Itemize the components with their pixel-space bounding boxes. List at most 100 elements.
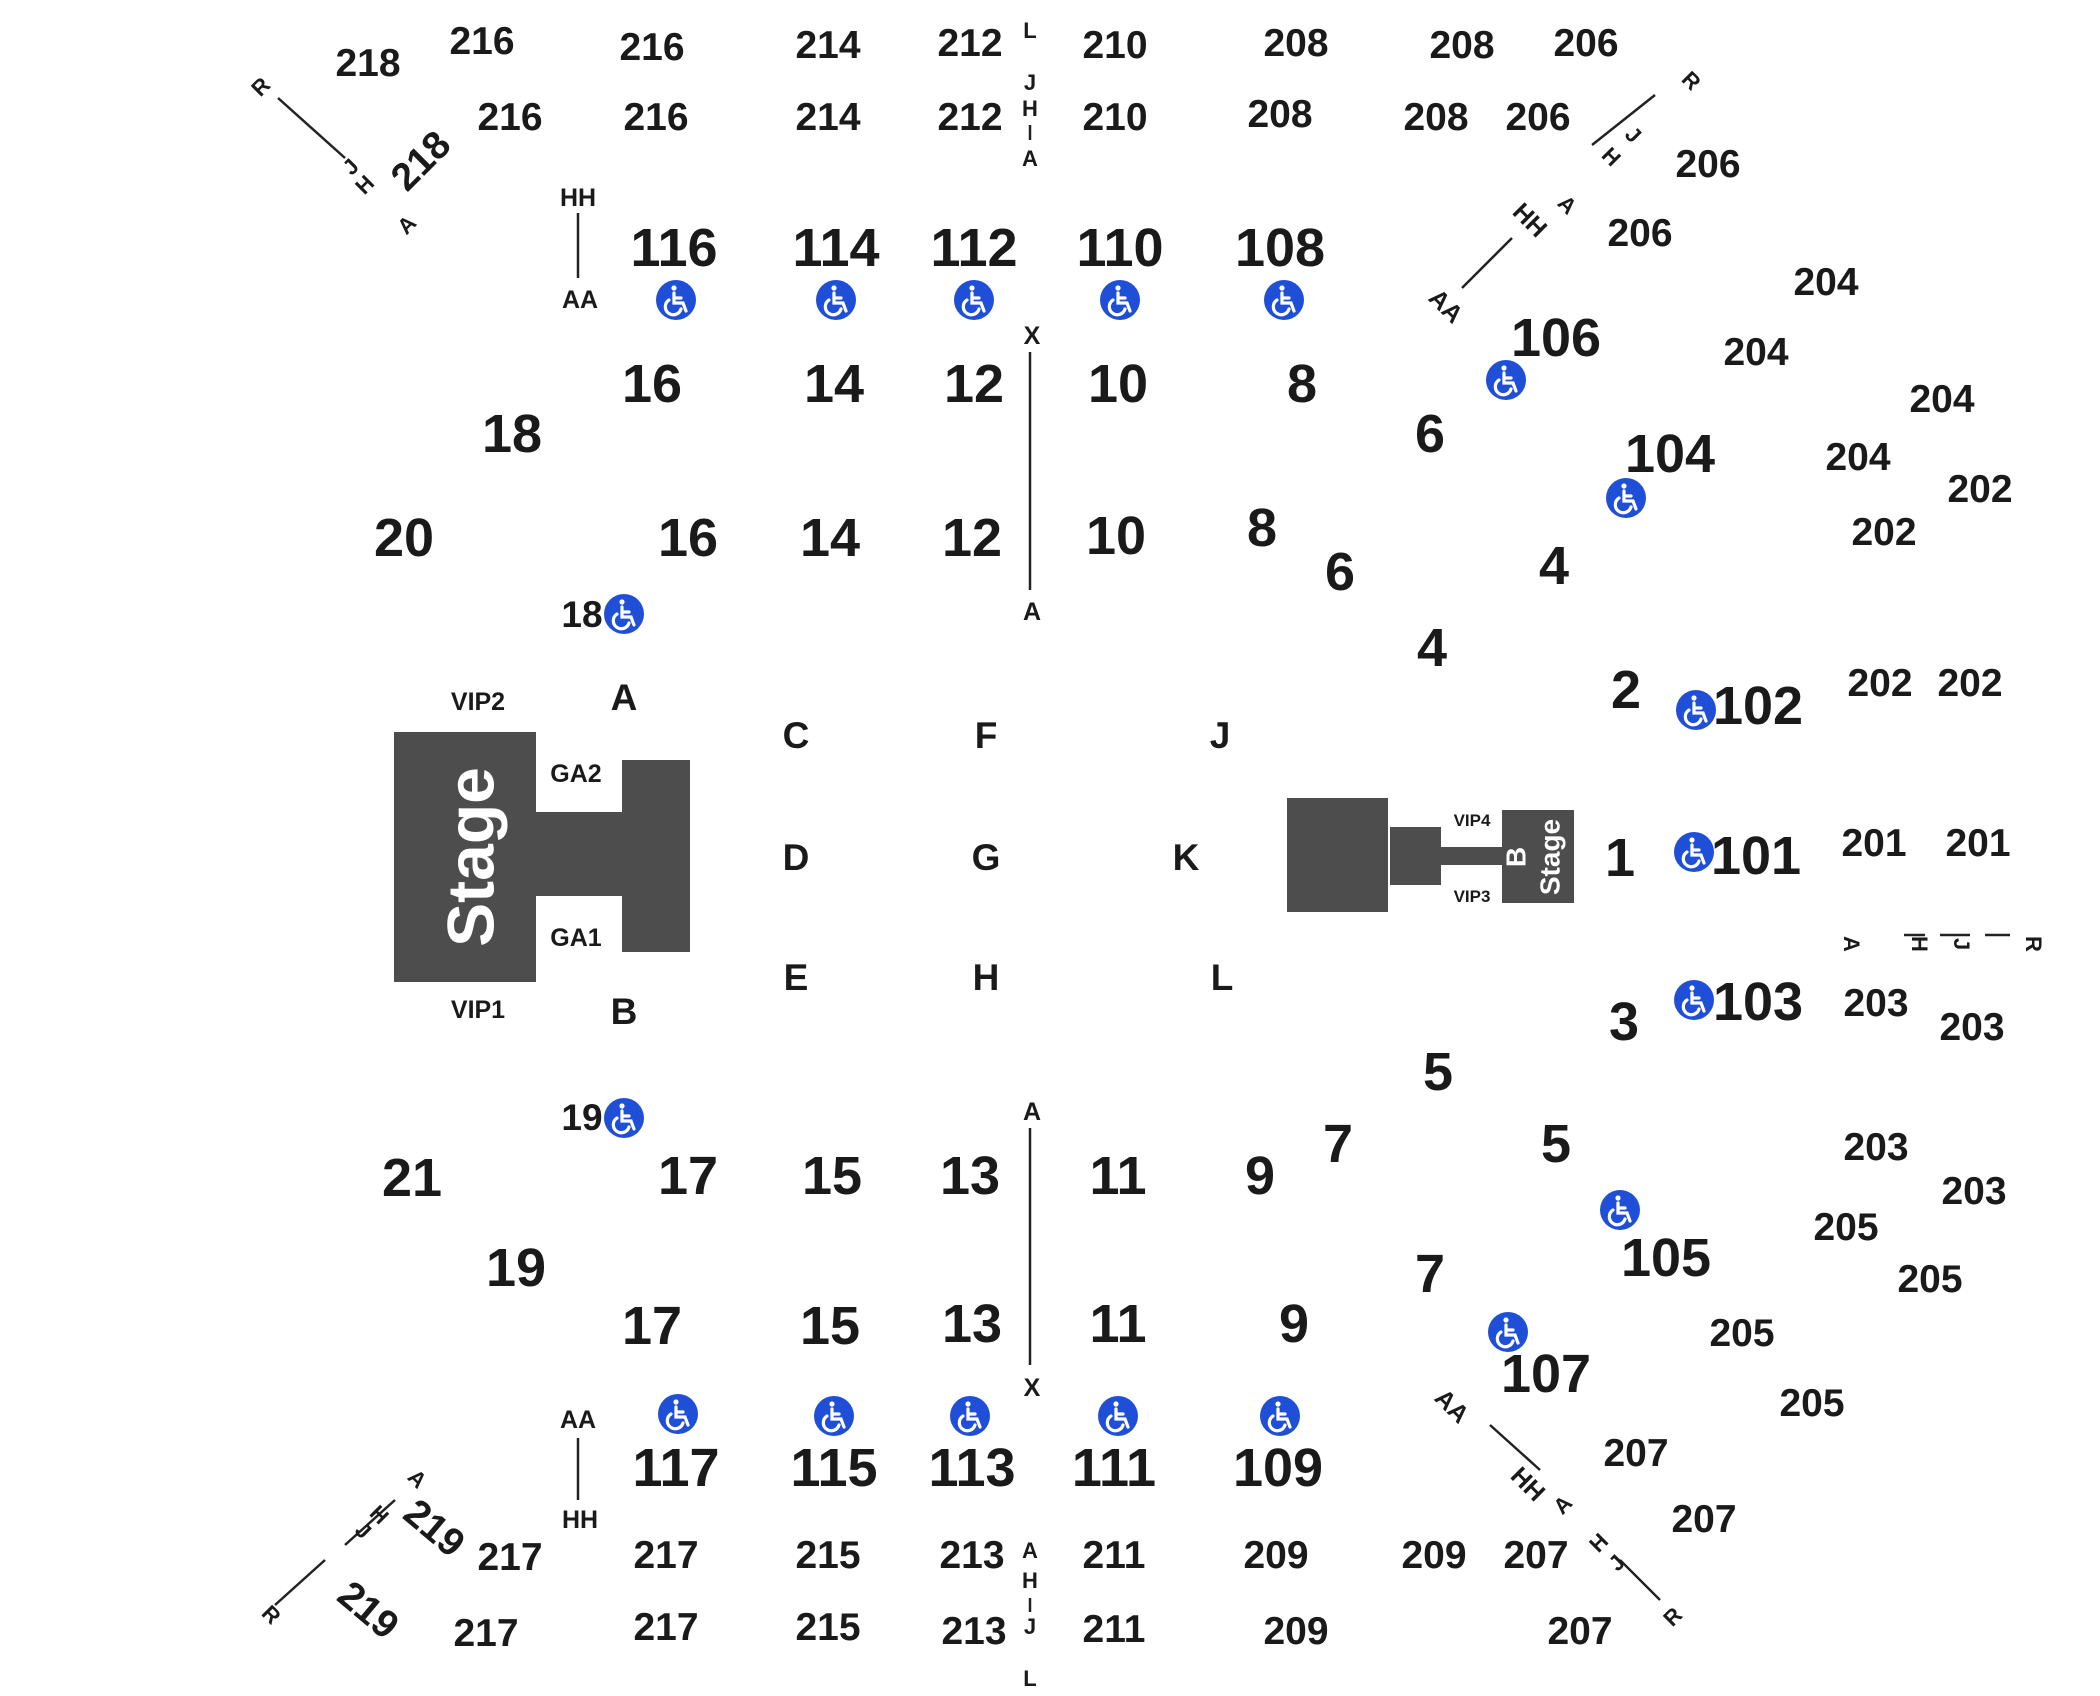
floor-section[interactable]: 7 — [1323, 1114, 1353, 1174]
floor-section[interactable]: 16 — [658, 508, 718, 568]
section-200[interactable]: 203 — [1939, 1006, 2004, 1049]
section-100[interactable]: 115 — [790, 1438, 877, 1498]
wheelchair-icon[interactable] — [1258, 1394, 1302, 1438]
section-200[interactable]: 209 — [1263, 1610, 1328, 1653]
section-200[interactable]: 217 — [633, 1534, 698, 1577]
zone-label[interactable]: GA1 — [550, 924, 602, 952]
section-200[interactable]: 202 — [1947, 468, 2012, 511]
section-200[interactable]: 217 — [633, 1606, 698, 1649]
wheelchair-icon[interactable] — [812, 1394, 856, 1438]
floor-section[interactable]: 9 — [1279, 1294, 1309, 1354]
section-100[interactable]: 117 — [632, 1438, 719, 1498]
floor-section[interactable]: 6 — [1415, 404, 1445, 464]
wheelchair-icon[interactable] — [1672, 830, 1716, 874]
section-200[interactable]: 212 — [937, 96, 1002, 139]
section-200[interactable]: 209 — [1243, 1534, 1308, 1577]
floor-section[interactable]: 4 — [1539, 536, 1569, 596]
wheelchair-icon[interactable] — [656, 1392, 700, 1436]
section-100[interactable]: 102 — [1713, 676, 1803, 736]
section-200[interactable]: 218 — [335, 42, 400, 85]
wheelchair-icon[interactable] — [1598, 1188, 1642, 1232]
wheelchair-icon[interactable] — [1674, 688, 1718, 732]
section-100[interactable]: 107 — [1501, 1344, 1591, 1404]
section-200[interactable]: 219 — [329, 1573, 406, 1648]
floor-section[interactable]: 17 — [658, 1146, 718, 1206]
section-200[interactable]: 206 — [1553, 22, 1618, 65]
wheelchair-icon[interactable] — [1262, 278, 1306, 322]
wheelchair-icon[interactable] — [602, 592, 646, 636]
floor-section[interactable]: 5 — [1541, 1114, 1571, 1174]
b-stage[interactable]: B Stage — [1287, 798, 1574, 912]
section-200[interactable]: 219 — [395, 1491, 472, 1566]
wheelchair-icon[interactable] — [654, 278, 698, 322]
floor-section[interactable]: 5 — [1423, 1042, 1453, 1102]
section-200[interactable]: 210 — [1082, 24, 1147, 67]
section-200[interactable]: 201 — [1841, 822, 1906, 865]
section-200[interactable]: 208 — [1429, 24, 1494, 67]
floor-section[interactable]: 12 — [944, 354, 1004, 414]
main-stage[interactable]: Stage — [394, 732, 690, 982]
section-200[interactable]: 217 — [477, 1536, 542, 1579]
floor-section[interactable]: 10 — [1088, 354, 1148, 414]
floor-letter[interactable]: K — [1173, 837, 1200, 878]
section-200[interactable]: 208 — [1247, 93, 1312, 136]
section-100[interactable]: 112 — [930, 218, 1017, 278]
floor-letter[interactable]: A — [611, 677, 638, 718]
section-200[interactable]: 201 — [1945, 822, 2010, 865]
section-200[interactable]: 212 — [937, 22, 1002, 65]
floor-section[interactable]: 17 — [622, 1296, 682, 1356]
floor-section-small[interactable]: 19 — [561, 1097, 602, 1138]
floor-letter[interactable]: J — [1210, 715, 1231, 756]
section-200[interactable]: 214 — [795, 24, 860, 67]
floor-section[interactable]: 6 — [1325, 542, 1355, 602]
section-200[interactable]: 213 — [941, 1610, 1006, 1653]
section-200[interactable]: 203 — [1843, 1126, 1908, 1169]
section-100[interactable]: 103 — [1713, 972, 1803, 1032]
floor-section[interactable]: 19 — [486, 1238, 546, 1298]
floor-section[interactable]: 20 — [374, 508, 434, 568]
section-200[interactable]: 218 — [383, 123, 459, 199]
section-200[interactable]: 216 — [623, 96, 688, 139]
section-100[interactable]: 114 — [792, 218, 879, 278]
section-200[interactable]: 215 — [795, 1534, 860, 1577]
section-200[interactable]: 216 — [619, 26, 684, 69]
floor-letter[interactable]: C — [783, 715, 810, 756]
section-200[interactable]: 217 — [453, 1612, 518, 1655]
floor-letter[interactable]: E — [784, 957, 809, 998]
section-100[interactable]: 104 — [1625, 424, 1715, 484]
floor-section[interactable]: 1 — [1605, 828, 1635, 888]
wheelchair-icon[interactable] — [1098, 278, 1142, 322]
floor-letter[interactable]: B — [611, 991, 638, 1032]
floor-section-small[interactable]: 18 — [561, 594, 602, 635]
floor-section[interactable]: 13 — [942, 1294, 1002, 1354]
zone-label[interactable]: VIP3 — [1454, 887, 1491, 906]
section-200[interactable]: 205 — [1813, 1206, 1878, 1249]
section-100[interactable]: 110 — [1076, 218, 1163, 278]
section-100[interactable]: 111 — [1072, 1438, 1156, 1498]
floor-letter[interactable]: H — [973, 957, 1000, 998]
zone-label[interactable]: VIP4 — [1454, 811, 1491, 830]
floor-section[interactable]: 8 — [1287, 354, 1317, 414]
wheelchair-icon[interactable] — [948, 1394, 992, 1438]
floor-section[interactable]: 14 — [800, 508, 860, 568]
floor-section[interactable]: 15 — [800, 1296, 860, 1356]
section-100[interactable]: 109 — [1233, 1438, 1323, 1498]
section-200[interactable]: 204 — [1825, 436, 1890, 479]
wheelchair-icon[interactable] — [1486, 1310, 1530, 1354]
section-100[interactable]: 106 — [1511, 308, 1601, 368]
section-100[interactable]: 116 — [630, 218, 717, 278]
section-200[interactable]: 210 — [1082, 96, 1147, 139]
wheelchair-icon[interactable] — [1672, 978, 1716, 1022]
section-200[interactable]: 204 — [1793, 261, 1858, 304]
section-200[interactable]: 206 — [1675, 143, 1740, 186]
section-200[interactable]: 206 — [1607, 212, 1672, 255]
floor-letter[interactable]: G — [972, 837, 1001, 878]
floor-letter[interactable]: D — [783, 837, 810, 878]
zone-label[interactable]: VIP1 — [451, 996, 505, 1024]
section-200[interactable]: 205 — [1897, 1258, 1962, 1301]
zone-label[interactable]: VIP2 — [451, 688, 505, 716]
section-200[interactable]: 202 — [1847, 662, 1912, 705]
floor-section[interactable]: 7 — [1415, 1244, 1445, 1304]
section-200[interactable]: 209 — [1401, 1534, 1466, 1577]
section-100[interactable]: 113 — [928, 1438, 1015, 1498]
